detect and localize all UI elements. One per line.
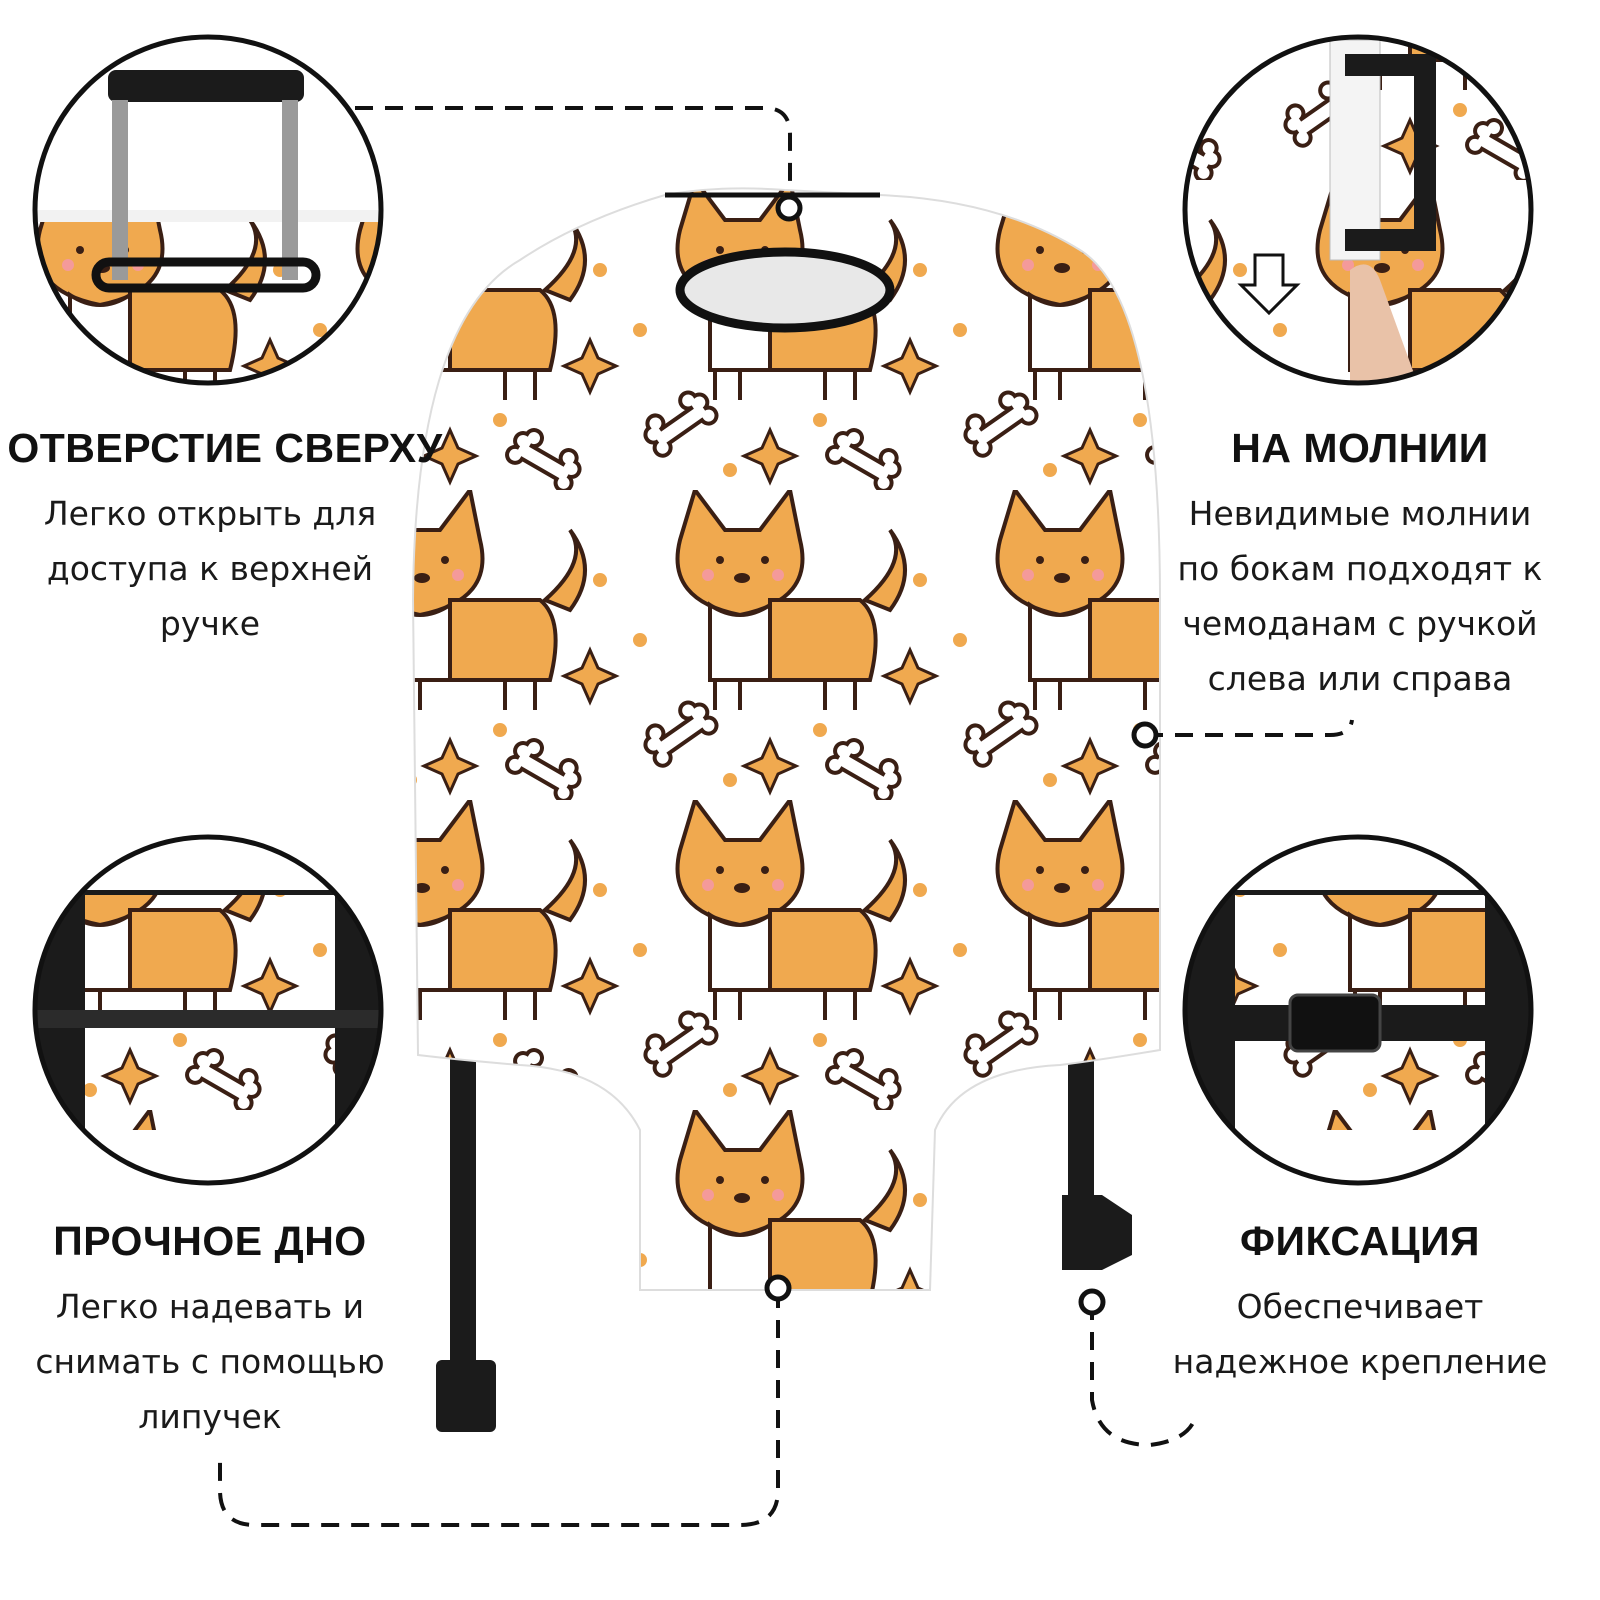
- description-line: слева или справа: [1207, 659, 1513, 698]
- feature-zipper: НА МОЛНИИ Невидимые молнии по бокам подх…: [1160, 425, 1560, 706]
- feature-description: Обеспечивает надежное крепление: [1160, 1279, 1560, 1389]
- feature-title: ОТВЕРСТИЕ СВЕРХУ: [7, 425, 443, 471]
- feature-top-opening: ОТВЕРСТИЕ СВЕРХУ Легко открыть для досту…: [0, 425, 450, 651]
- top-opening: [675, 247, 895, 333]
- description-line: надежное крепление: [1172, 1342, 1548, 1381]
- description-line: по бокам подходят к: [1177, 549, 1543, 588]
- description-line: Невидимые молнии: [1188, 494, 1532, 533]
- detail-circle-top-opening: [32, 34, 384, 386]
- description-line: липучек: [138, 1397, 282, 1436]
- detail-circle-buckle: [1182, 834, 1534, 1186]
- description-line: ручке: [159, 604, 261, 643]
- feature-bottom: ПРОЧНОЕ ДНО Легко надевать и снимать с п…: [10, 1218, 410, 1444]
- connector-lines: [218, 106, 1354, 1527]
- feature-fixation: ФИКСАЦИЯ Обеспечивает надежное крепление: [1160, 1218, 1560, 1389]
- feature-title: НА МОЛНИИ: [1231, 425, 1489, 471]
- suitcase-cover: [411, 187, 1161, 1291]
- right-strap: [1062, 1050, 1132, 1270]
- feature-description: Легко надевать и снимать с помощью липуч…: [10, 1279, 410, 1444]
- feature-description: Невидимые молнии по бокам подходят к чем…: [1160, 486, 1560, 706]
- left-strap: [436, 1050, 496, 1432]
- detail-circle-bottom: [32, 834, 384, 1186]
- description-line: Легко открыть для: [43, 494, 377, 533]
- detail-circle-zipper: [1182, 34, 1534, 386]
- feature-title: ПРОЧНОЕ ДНО: [53, 1218, 367, 1264]
- feature-title: ФИКСАЦИЯ: [1239, 1218, 1481, 1264]
- description-line: Обеспечивает: [1236, 1287, 1484, 1326]
- description-line: чемоданам с ручкой: [1182, 604, 1538, 643]
- description-line: снимать с помощью: [35, 1342, 385, 1381]
- connector-dots: [764, 194, 1159, 1316]
- description-line: доступа к верхней: [46, 549, 374, 588]
- feature-description: Легко открыть для доступа к верхней ручк…: [0, 486, 450, 651]
- description-line: Легко надевать и: [55, 1287, 365, 1326]
